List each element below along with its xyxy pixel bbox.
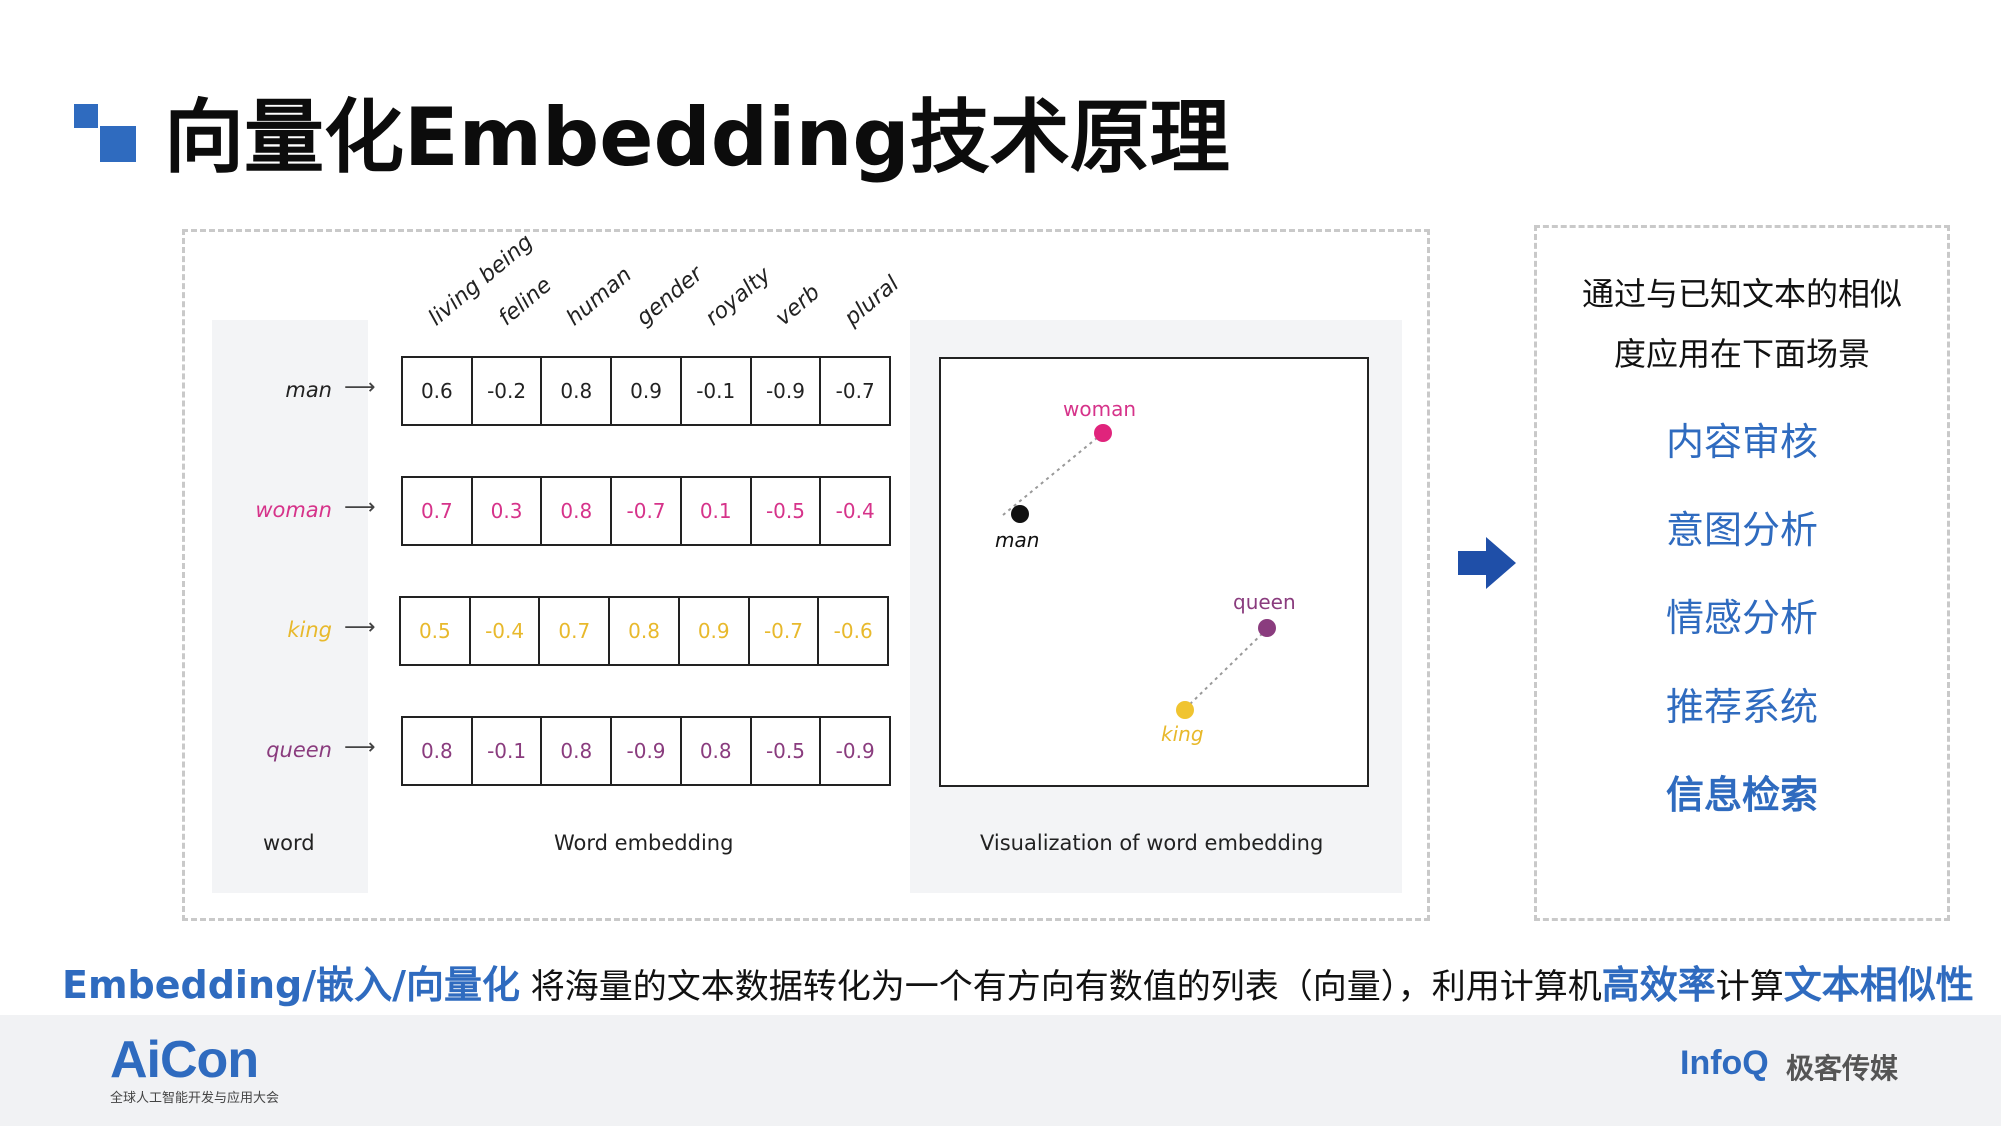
aicon-logo: AiCon bbox=[110, 1031, 259, 1089]
vector-cell: -0.6 bbox=[833, 619, 873, 643]
king-queen-link bbox=[1184, 628, 1268, 710]
vector-row-king: 0.5 -0.4 0.7 0.8 0.9 -0.7 -0.6 bbox=[399, 596, 889, 666]
vector-cell: 0.8 bbox=[542, 478, 613, 544]
summary-text: 计算 bbox=[1715, 967, 1784, 1007]
man-point bbox=[1011, 505, 1029, 523]
man-label: man bbox=[995, 528, 1039, 552]
applications-panel bbox=[1534, 225, 1950, 921]
vector-cell: -0.4 bbox=[471, 598, 541, 664]
vector-cell: -0.4 bbox=[835, 499, 875, 523]
vector-cell: 0.7 bbox=[540, 598, 611, 664]
vector-cell: 0.9 bbox=[680, 598, 750, 664]
caption-visualization: Visualization of word embedding bbox=[980, 831, 1324, 855]
vector-cell: 0.7 bbox=[403, 478, 473, 544]
king-label: king bbox=[1161, 722, 1204, 746]
app-item: 内容审核 bbox=[1665, 420, 1818, 464]
word-column-background bbox=[212, 320, 368, 893]
vector-cell: 0.1 bbox=[682, 478, 752, 544]
vector-cell: 0.3 bbox=[473, 478, 543, 544]
page-title: 向量化Embedding技术原理 bbox=[164, 91, 1230, 184]
vector-cell: -0.2 bbox=[473, 358, 543, 424]
row-word: woman bbox=[255, 498, 332, 522]
app-item: 意图分析 bbox=[1665, 508, 1818, 552]
embedding-figure-panel bbox=[182, 229, 1430, 921]
vector-cell: 0.8 bbox=[610, 598, 680, 664]
king-point bbox=[1176, 701, 1194, 719]
vector-cell: 0.8 bbox=[542, 358, 613, 424]
vector-cell: -0.7 bbox=[750, 598, 820, 664]
vector-cell: 0.5 bbox=[401, 598, 471, 664]
vector-cell: 0.9 bbox=[612, 358, 682, 424]
row-arrow-icon: ⟶ bbox=[344, 615, 376, 640]
right-arrow-icon bbox=[1458, 537, 1516, 589]
woman-label: woman bbox=[1063, 397, 1136, 421]
vector-cell: 0.8 bbox=[542, 718, 613, 784]
vector-cell: -0.9 bbox=[835, 739, 875, 763]
embedding-scatter: woman man queen king bbox=[995, 397, 1296, 746]
summary-emphasis: 高效率 bbox=[1601, 963, 1716, 1007]
vector-row-woman: 0.7 0.3 0.8 -0.7 0.1 -0.5 -0.4 bbox=[401, 476, 891, 546]
vector-cell: 0.8 bbox=[682, 718, 752, 784]
queen-label: queen bbox=[1233, 590, 1296, 614]
summary-emphasis: 文本相似性 bbox=[1783, 963, 1974, 1007]
infoq-cn-name: 极客传媒 bbox=[1786, 1052, 1899, 1085]
vector-cell: -0.1 bbox=[473, 718, 543, 784]
man-woman-link bbox=[1002, 432, 1104, 516]
vector-cell: -0.1 bbox=[682, 358, 752, 424]
row-arrow-icon: ⟶ bbox=[344, 375, 376, 400]
vector-row-queen: 0.8 -0.1 0.8 -0.9 0.8 -0.5 -0.9 bbox=[401, 716, 891, 786]
app-item: 推荐系统 bbox=[1665, 685, 1818, 729]
infoq-logo: InfoQ bbox=[1680, 1044, 1769, 1082]
vector-cell: -0.5 bbox=[752, 718, 822, 784]
vector-cell: -0.9 bbox=[612, 718, 682, 784]
app-item: 情感分析 bbox=[1665, 596, 1818, 640]
summary-line: Embedding/嵌入/向量化 将海量的文本数据转化为一个有方向有数值的列表（… bbox=[62, 960, 1974, 1012]
summary-lead: Embedding/嵌入/向量化 bbox=[62, 963, 520, 1007]
vector-cell: 0.6 bbox=[403, 358, 473, 424]
side-intro-line2: 度应用在下面场景 bbox=[1613, 335, 1870, 373]
summary-text: 将海量的文本数据转化为一个有方向有数值的列表（向量），利用计算机 bbox=[519, 967, 1602, 1007]
app-item: 信息检索 bbox=[1665, 773, 1818, 817]
vector-row-man: 0.6 -0.2 0.8 0.9 -0.1 -0.9 -0.7 bbox=[401, 356, 891, 426]
vector-cell: -0.9 bbox=[752, 358, 822, 424]
vector-cell: -0.7 bbox=[612, 478, 682, 544]
row-arrow-icon: ⟶ bbox=[344, 495, 376, 520]
visualization-frame bbox=[939, 357, 1369, 787]
row-word: man bbox=[285, 378, 332, 402]
side-intro-line1: 通过与已知文本的相似 bbox=[1581, 275, 1902, 313]
aicon-subtitle: 全球人工智能开发与应用大会 bbox=[110, 1091, 280, 1106]
row-word: king bbox=[287, 618, 332, 642]
vector-cell: 0.8 bbox=[403, 718, 473, 784]
vector-cell: -0.7 bbox=[835, 379, 875, 403]
footer-bar bbox=[0, 1015, 2001, 1126]
woman-point bbox=[1094, 424, 1112, 442]
title-bullet-icon bbox=[74, 104, 136, 166]
caption-word: word bbox=[263, 831, 315, 855]
caption-word-embedding: Word embedding bbox=[554, 831, 734, 855]
row-arrow-icon: ⟶ bbox=[344, 735, 376, 760]
vector-cell: -0.5 bbox=[752, 478, 822, 544]
queen-point bbox=[1258, 619, 1276, 637]
row-word: queen bbox=[266, 738, 332, 762]
